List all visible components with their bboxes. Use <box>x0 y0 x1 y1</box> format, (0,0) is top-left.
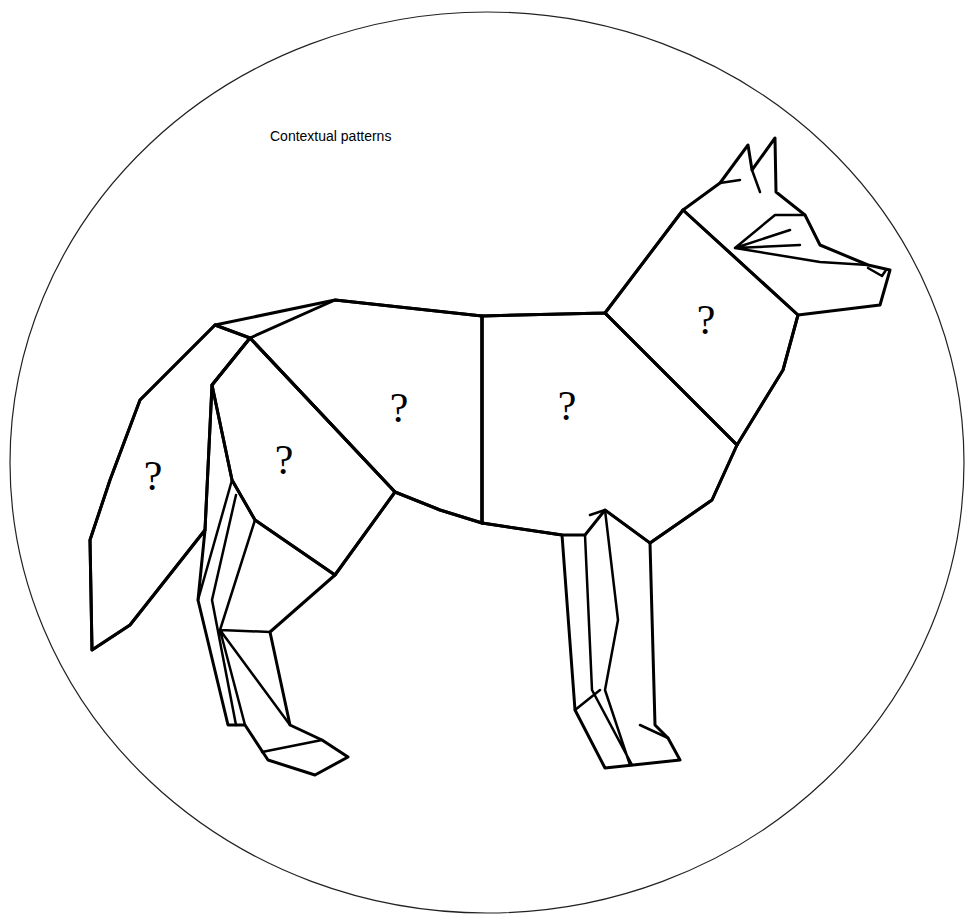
circle-outline-shape <box>10 12 964 913</box>
neck-region: ? <box>605 210 798 445</box>
question-mark: ? <box>275 439 294 481</box>
question-mark: ? <box>144 455 163 497</box>
text-holder: Contextual patterns <box>270 128 391 145</box>
region-outline-shape <box>250 300 482 523</box>
chest-region: ? <box>482 313 737 543</box>
wolf-head-lines <box>720 170 886 276</box>
question-mark: ? <box>390 387 409 429</box>
wolf-body-lines <box>205 210 798 575</box>
text-holder: ? <box>558 385 577 427</box>
region-outline <box>482 313 737 543</box>
wolf-front-leg-lines <box>575 510 668 765</box>
region-outline <box>212 338 395 575</box>
question-mark: ? <box>697 299 716 341</box>
region-outline <box>250 300 482 523</box>
text-holder: ? <box>144 455 163 497</box>
region-outline-shape <box>212 338 395 575</box>
region-outline <box>90 325 250 650</box>
back-region: ? <box>250 300 482 523</box>
region-outline-shape <box>605 210 798 445</box>
region-outline-shape <box>90 325 250 650</box>
tail-region: ? <box>90 325 250 650</box>
region-outline-shape <box>482 313 737 543</box>
question-mark: ? <box>558 385 577 427</box>
wolf-outline <box>90 138 890 775</box>
text-holder: ? <box>697 299 716 341</box>
text-holder: ? <box>390 387 409 429</box>
wolf-hind-leg-lines <box>198 480 322 752</box>
outer-circle: Contextual patterns????? <box>10 12 964 913</box>
text-holder: ? <box>275 439 294 481</box>
hip-region: ? <box>212 338 395 575</box>
section-title: Contextual patterns <box>270 128 391 145</box>
